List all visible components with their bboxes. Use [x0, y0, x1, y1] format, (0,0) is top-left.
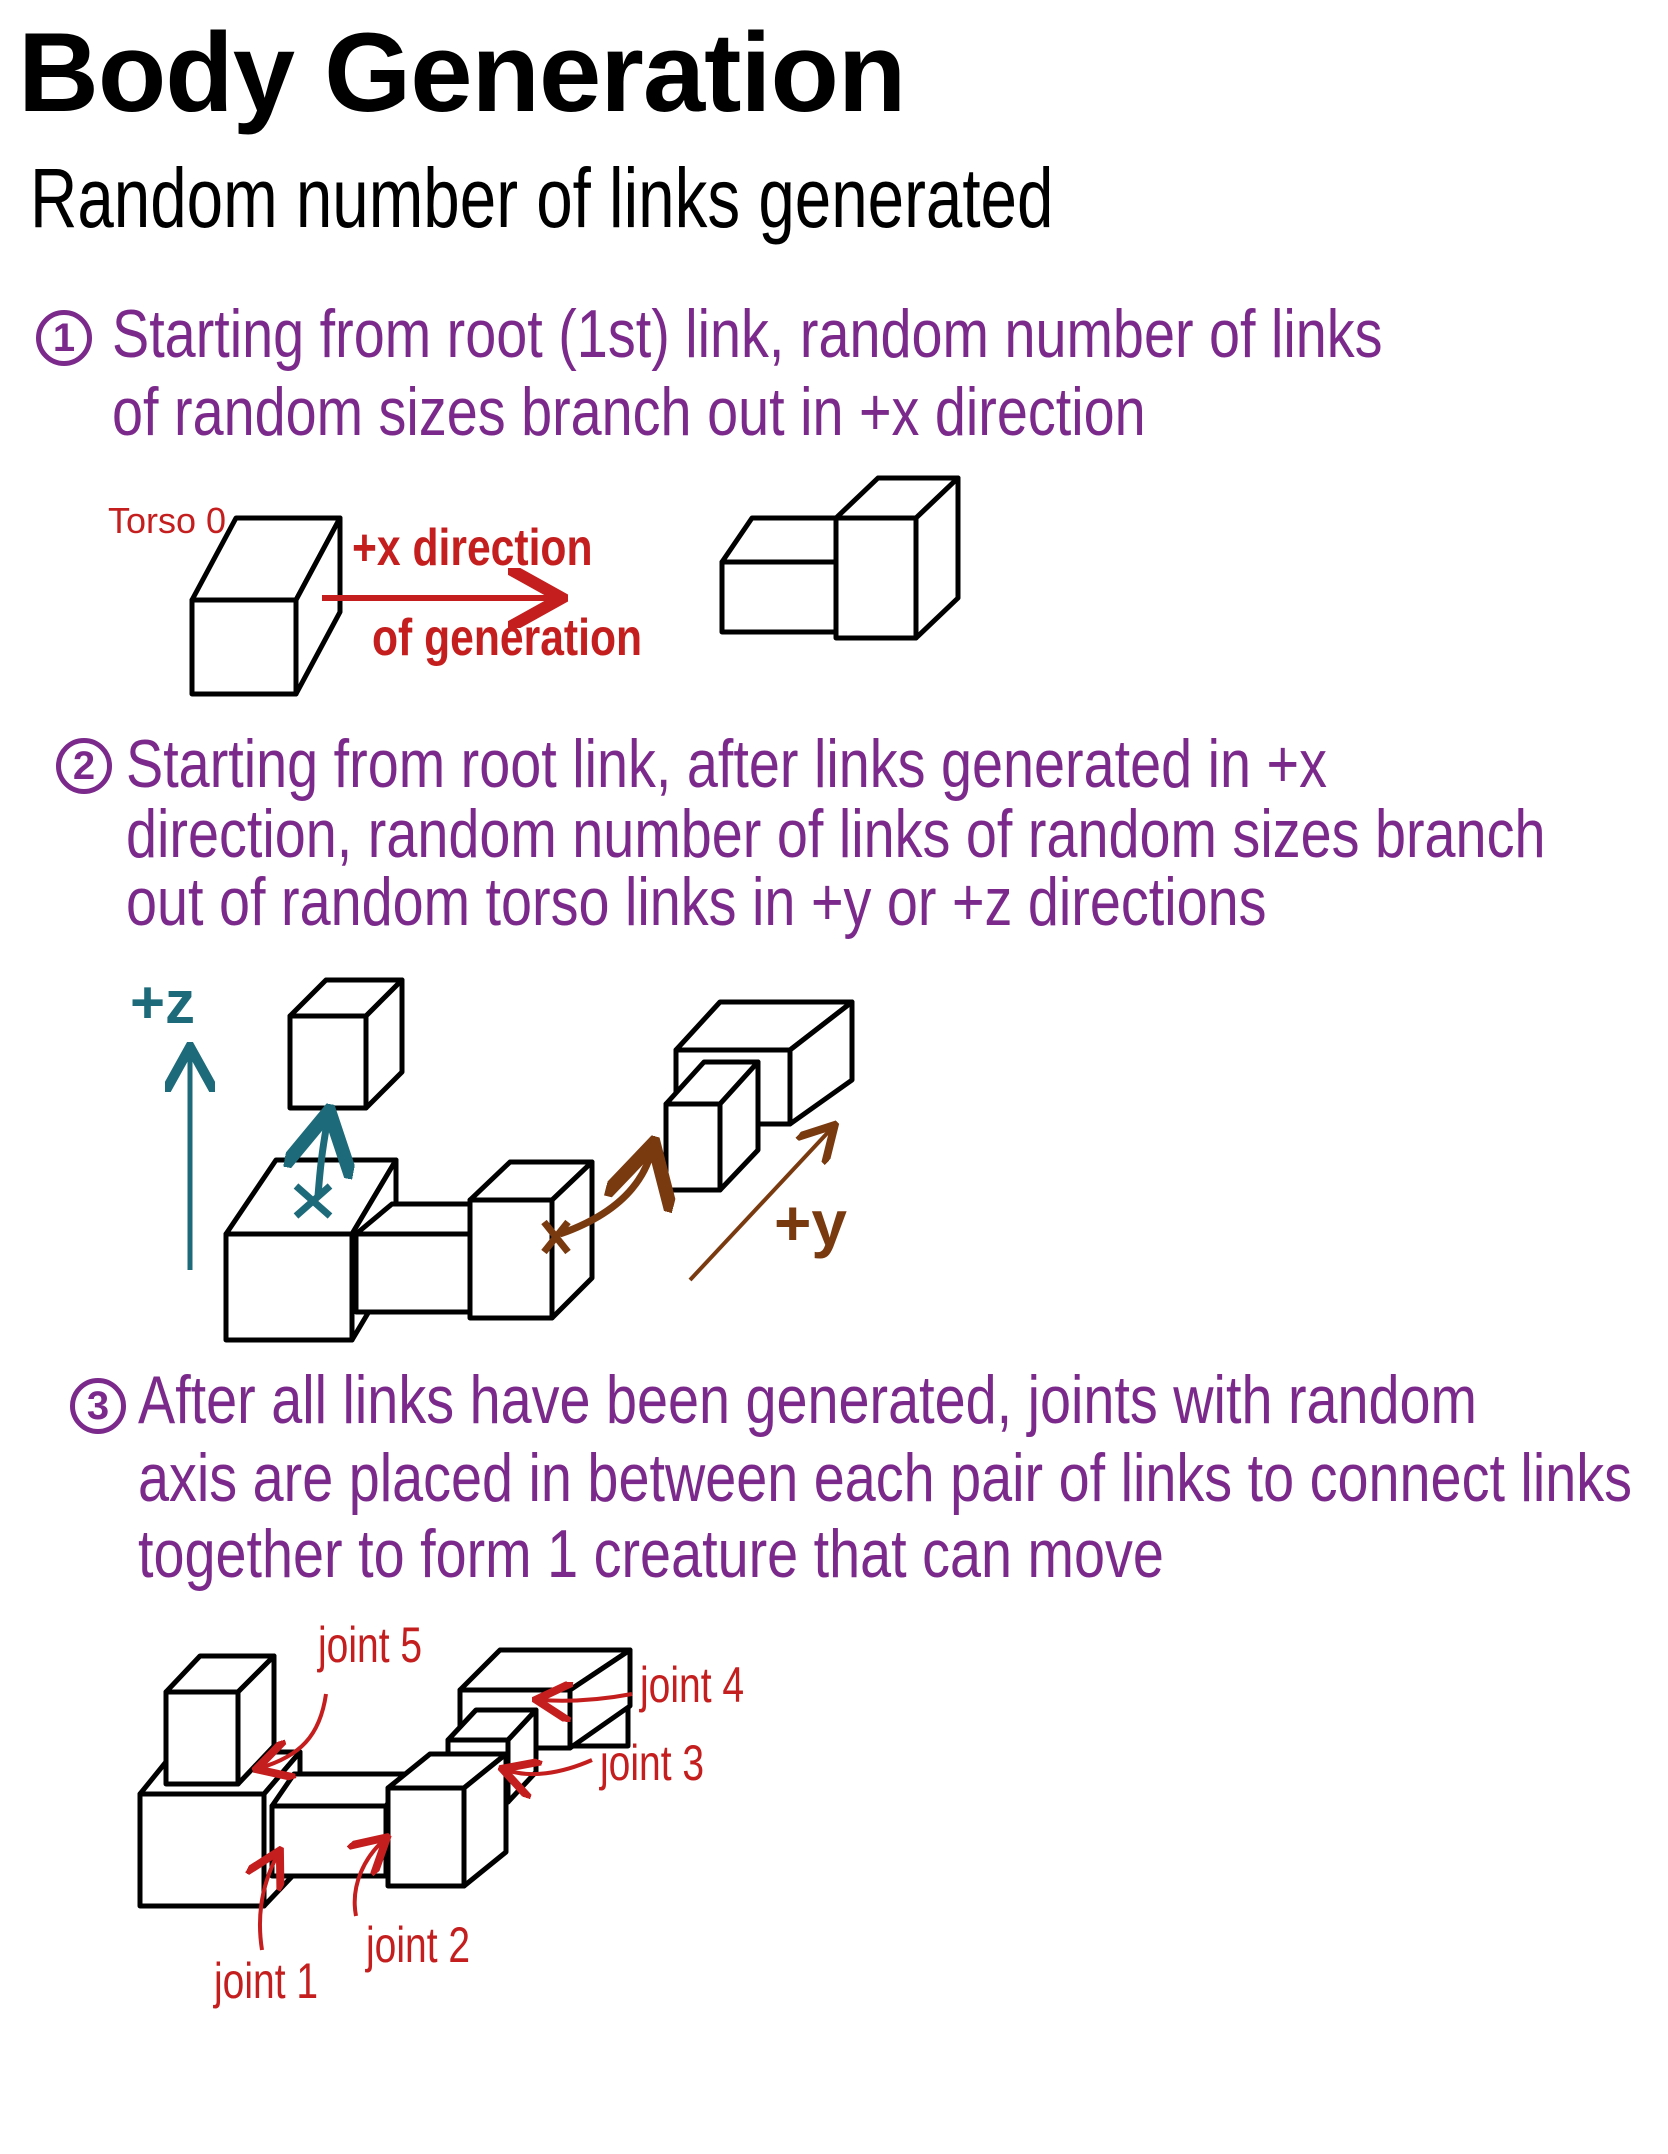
joint-3-arrow	[506, 1760, 593, 1774]
of-generation-label: of generation	[372, 609, 643, 667]
joint-4-label: joint 4	[640, 1657, 745, 1713]
x-direction-label: +x direction	[352, 519, 593, 577]
step-3-line-1: After all links have been generated, joi…	[138, 1362, 1478, 1438]
joint-1-arrow	[260, 1854, 278, 1951]
step-2-line-2: direction, random number of links of ran…	[126, 796, 1546, 872]
y-axis-label: +y	[774, 1187, 847, 1259]
y-joint-mark	[541, 1219, 571, 1255]
step-2-torso-chain	[223, 1157, 595, 1343]
joint-2-arrow	[355, 1840, 384, 1917]
z-joint-mark	[293, 1183, 333, 1219]
page-title: Body Generation	[18, 10, 906, 135]
creature-assembly	[137, 1647, 633, 1909]
step-1-number: 1	[36, 310, 92, 366]
torso-0-cube	[189, 515, 343, 697]
step-1-line-2: of random sizes branch out in +x directi…	[112, 374, 1146, 450]
step-3-line-3: together to form 1 creature that can mov…	[138, 1516, 1164, 1592]
torso-0-label: Torso 0	[108, 500, 227, 541]
step-1-line-1: Starting from root (1st) link, random nu…	[112, 296, 1383, 372]
joint-5-label: joint 5	[318, 1617, 423, 1673]
z-branch-cube	[287, 977, 405, 1111]
step-2-line-3: out of random torso links in +y or +z di…	[126, 864, 1267, 940]
y-joint-arrow	[558, 1150, 652, 1238]
joint-1-label: joint 1	[214, 1953, 319, 2009]
joint-5-arrow	[260, 1693, 328, 1768]
y-axis-arrow	[688, 1128, 832, 1282]
z-axis-label: +z	[130, 969, 196, 1036]
z-joint-arrow	[318, 1118, 328, 1197]
step-2-number: 2	[56, 738, 112, 794]
y-branch-links	[663, 999, 855, 1193]
joint-2-label: joint 2	[366, 1917, 471, 1973]
step-2-line-1: Starting from root link, after links gen…	[126, 726, 1327, 802]
joint-4-arrow	[540, 1694, 633, 1701]
step-3-number: 3	[70, 1378, 126, 1434]
step-3-line-2: axis are placed in between each pair of …	[138, 1440, 1632, 1516]
step-1-link-pair	[719, 475, 961, 641]
page-subtitle: Random number of links generated	[30, 151, 1054, 245]
